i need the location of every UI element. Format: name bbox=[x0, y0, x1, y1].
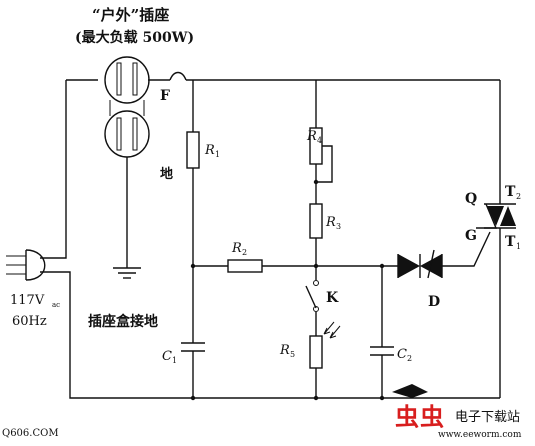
switch-k-blade bbox=[305, 285, 317, 309]
watermark-site-name: 电子下载站 bbox=[455, 410, 520, 425]
ac-plug bbox=[6, 249, 46, 281]
r5-light-arrows bbox=[323, 321, 341, 339]
t1-sub: 1 bbox=[516, 242, 521, 251]
r4-label: R bbox=[306, 129, 317, 144]
title-line2: (最大负载 500W) bbox=[75, 29, 194, 46]
t1-label: T bbox=[505, 234, 516, 250]
gate-g-label: G bbox=[465, 228, 477, 244]
diac-d-label: D bbox=[428, 294, 440, 310]
switch-contact-bottom bbox=[313, 306, 319, 312]
fuse-label: F bbox=[160, 88, 170, 104]
node-bottom-left bbox=[190, 395, 196, 401]
triac-q bbox=[476, 203, 516, 229]
r3-resistor bbox=[309, 203, 323, 239]
diac-d bbox=[397, 249, 443, 279]
fuse-symbol bbox=[169, 71, 187, 81]
r2-sub: 2 bbox=[242, 248, 247, 257]
title-line1: “户外”插座 bbox=[92, 6, 169, 24]
r1-sub: 1 bbox=[215, 150, 220, 159]
triac-q-label: Q bbox=[465, 191, 477, 207]
switch-contact-top bbox=[313, 280, 319, 286]
ac-freq-label: 60Hz bbox=[12, 314, 47, 329]
t2-sub: 2 bbox=[516, 192, 521, 201]
r5-label: R bbox=[279, 343, 290, 358]
plug-top-wire bbox=[40, 80, 67, 259]
watermark-left: Q606.COM bbox=[2, 428, 59, 439]
node-mid bbox=[313, 263, 319, 269]
ac-voltage-label: 117V bbox=[10, 293, 45, 308]
r5-photoresistor bbox=[309, 335, 323, 369]
ground-symbol bbox=[113, 267, 141, 279]
c2-label: C bbox=[397, 347, 407, 362]
watermark-site-url: www.eeworm.com bbox=[438, 430, 522, 440]
switch-k-label: K bbox=[326, 290, 339, 306]
watermark-logo: 虫 虫 bbox=[392, 384, 444, 431]
box-ground-label: 插座盒接地 bbox=[88, 313, 158, 330]
outdoor-outlet bbox=[104, 56, 150, 158]
r3-label: R bbox=[325, 215, 336, 230]
node-r4 bbox=[313, 179, 319, 185]
diac-to-gate-wire bbox=[442, 231, 491, 267]
node-bottom-c2 bbox=[379, 395, 385, 401]
ac-voltage-sub: ac bbox=[52, 301, 60, 309]
r3-sub: 3 bbox=[336, 222, 341, 231]
r2-label: R bbox=[231, 241, 242, 256]
brand-glyph-1: 虫 bbox=[395, 402, 419, 431]
r1-label: R bbox=[204, 143, 215, 158]
r2-resistor bbox=[227, 259, 263, 273]
c1-sub: 1 bbox=[172, 356, 177, 365]
brand-glyph-2: 虫 bbox=[420, 402, 444, 431]
c2-sub: 2 bbox=[407, 354, 412, 363]
r4-wiper bbox=[316, 145, 333, 183]
node-bottom-mid bbox=[313, 395, 319, 401]
r1-resistor bbox=[186, 131, 200, 169]
ground-note: 地 bbox=[160, 166, 173, 182]
c1-label: C bbox=[162, 349, 172, 364]
plug-bottom-wire bbox=[40, 271, 500, 399]
r5-sub: 5 bbox=[290, 350, 295, 359]
t2-label: T bbox=[505, 184, 516, 200]
r4-sub: 4 bbox=[317, 136, 322, 145]
